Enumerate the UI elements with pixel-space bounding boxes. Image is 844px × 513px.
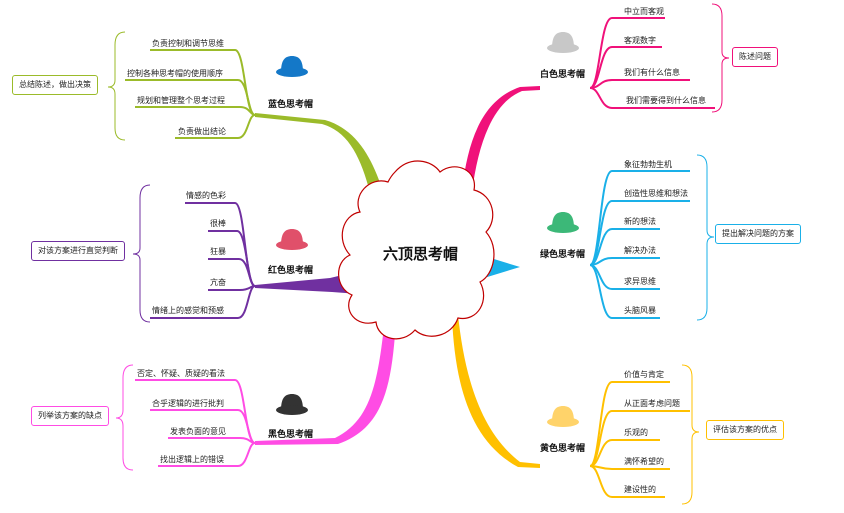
red-hat-label[interactable]: 红色思考帽 <box>268 266 314 276</box>
blue-item[interactable]: 控制各种思考帽的使用顺序 <box>127 69 223 78</box>
green-sub-branches <box>589 170 690 319</box>
blue-item[interactable]: 负责控制和调节思维 <box>152 39 224 48</box>
red-item[interactable]: 情绪上的感觉和预感 <box>152 306 224 315</box>
yellow-summary[interactable]: 评估该方案的优点 <box>706 420 784 440</box>
white-sub-branches <box>589 17 715 109</box>
red-item[interactable]: 情感的色彩 <box>186 191 226 200</box>
blue-item[interactable]: 规划和管理整个思考过程 <box>137 96 225 105</box>
green-hat-label[interactable]: 绿色思考帽 <box>540 250 586 260</box>
red-item[interactable]: 狂暴 <box>210 247 226 256</box>
yellow-sub-branches <box>589 381 690 498</box>
green-summary-bracket <box>696 154 715 321</box>
yellow-hat-label[interactable]: 黄色思考帽 <box>540 444 586 454</box>
black-summary[interactable]: 列举该方案的缺点 <box>31 406 109 426</box>
green-item[interactable]: 新的想法 <box>624 217 656 226</box>
center-title[interactable]: 六顶思考帽 <box>383 245 459 263</box>
black-hat-icon <box>276 394 308 415</box>
green-hat-icon <box>547 212 579 233</box>
blue-hat-label[interactable]: 蓝色思考帽 <box>268 100 314 110</box>
yellow-summary-bracket <box>681 364 700 505</box>
black-hat-label[interactable]: 黑色思考帽 <box>268 430 314 440</box>
white-hat-label[interactable]: 白色思考帽 <box>540 70 586 80</box>
white-item[interactable]: 我们有什么信息 <box>624 68 680 77</box>
yellow-item[interactable]: 满怀希望的 <box>624 457 664 466</box>
white-item[interactable]: 我们需要得到什么信息 <box>626 96 706 105</box>
black-item[interactable]: 找出逻辑上的错误 <box>160 455 224 464</box>
yellow-item[interactable]: 建设性的 <box>624 485 656 494</box>
center-cloud <box>338 160 495 340</box>
yellow-hat-icon <box>547 406 579 427</box>
red-summary[interactable]: 对该方案进行直觉判断 <box>31 241 125 261</box>
red-summary-bracket <box>132 184 151 323</box>
black-main-branch <box>255 318 396 445</box>
black-sub-branches <box>135 379 256 467</box>
black-summary-bracket <box>115 364 134 471</box>
white-main-branch <box>462 86 540 192</box>
white-summary-bracket <box>711 3 730 113</box>
green-item[interactable]: 求异思维 <box>624 277 656 286</box>
red-hat-icon <box>276 229 308 250</box>
white-summary[interactable]: 陈述问题 <box>732 47 778 67</box>
yellow-item[interactable]: 从正面考虑问题 <box>624 399 680 408</box>
green-item[interactable]: 象征勃勃生机 <box>624 160 672 169</box>
yellow-main-branch <box>452 315 540 468</box>
green-item[interactable]: 解决办法 <box>624 246 656 255</box>
blue-item[interactable]: 负责做出结论 <box>178 127 226 136</box>
white-item[interactable]: 中立而客观 <box>624 7 664 16</box>
blue-sub-branches <box>125 49 256 139</box>
yellow-item[interactable]: 价值与肯定 <box>624 370 664 379</box>
white-hat-icon <box>547 32 579 53</box>
red-item[interactable]: 亢奋 <box>210 278 226 287</box>
green-item[interactable]: 头脑风暴 <box>624 306 656 315</box>
red-item[interactable]: 很棒 <box>210 219 226 228</box>
red-sub-branches <box>150 202 256 319</box>
black-item[interactable]: 否定、怀疑、质疑的看法 <box>137 369 225 378</box>
green-summary[interactable]: 提出解决问题的方案 <box>715 224 801 244</box>
green-item[interactable]: 创造性思维和想法 <box>624 189 688 198</box>
blue-summary[interactable]: 总结陈述，做出决策 <box>12 75 98 95</box>
white-item[interactable]: 客观数字 <box>624 36 656 45</box>
black-item[interactable]: 发表负面的意见 <box>170 427 226 436</box>
yellow-item[interactable]: 乐观的 <box>624 428 648 437</box>
blue-summary-bracket <box>107 31 126 141</box>
black-item[interactable]: 合乎逻辑的进行批判 <box>152 399 224 408</box>
blue-hat-icon <box>276 56 308 77</box>
